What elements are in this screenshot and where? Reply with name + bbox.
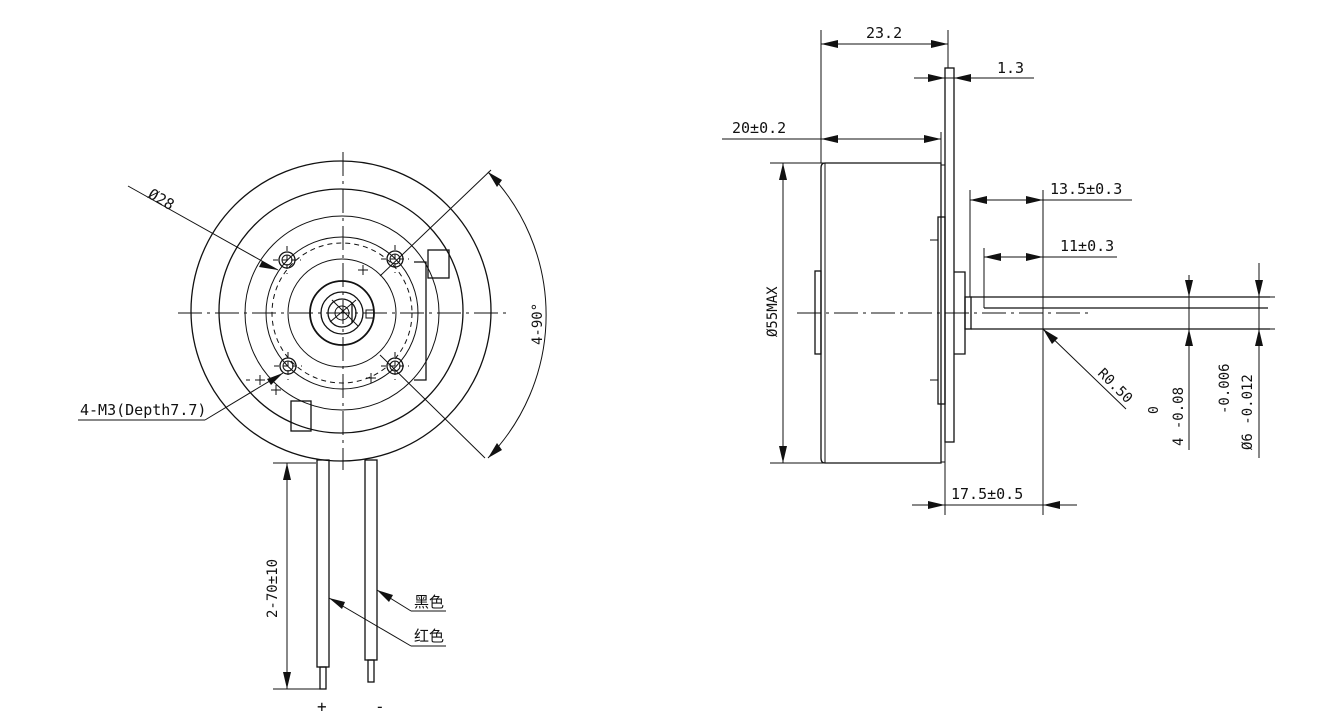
dim-6-arrow-bottom <box>1255 329 1263 346</box>
small-cross-marks <box>246 265 376 395</box>
tapped-hole-leader-arrow <box>267 373 283 385</box>
angle-dimension-arc <box>487 171 547 459</box>
mounting-holes <box>246 245 409 395</box>
dim-4-upper-tol: 0 <box>1147 406 1162 414</box>
hole-crosshairs <box>273 245 409 380</box>
lead-length-label: 2-70±10 <box>265 559 281 618</box>
dim-overall-arrow-right <box>931 40 948 48</box>
flange-back-block <box>937 216 946 405</box>
dim-11-arrow-left <box>984 253 1001 261</box>
dim-overall-arrow-left <box>821 40 838 48</box>
lead-wire-black-tip <box>367 659 375 683</box>
diagonal-line-2 <box>379 354 486 459</box>
bolt-circle-leader <box>127 185 279 271</box>
terminal-negative-label: - <box>375 697 385 716</box>
flange-tab-right <box>414 261 427 381</box>
dim-17-5-arrow-right <box>1043 501 1060 509</box>
dim-body-length-label: 20±0.2 <box>732 119 786 137</box>
dim-flange-label: 1.3 <box>997 59 1024 77</box>
fillet-leader-arrow <box>1043 329 1058 344</box>
dim-13-5-arrow-left <box>970 196 987 204</box>
terminal-positive-label: + <box>317 697 327 716</box>
angle-arrow-bottom <box>488 443 502 458</box>
shaft-key-mark <box>365 309 375 319</box>
lead-wires <box>316 459 378 690</box>
dim-4-label: 4 -0.08 <box>1171 387 1187 446</box>
terminal-block-top <box>427 249 450 279</box>
shaft-core-circle <box>334 305 350 321</box>
dim-6-label: Ø6 -0.012 <box>1240 374 1256 450</box>
flange-outer-circle <box>244 215 440 411</box>
flange-ring-circle <box>265 236 419 390</box>
bolt-circle <box>271 242 413 384</box>
angle-arrow-top <box>488 172 502 187</box>
dim-4-arrow-bottom <box>1185 329 1193 346</box>
lead-wire-red <box>316 459 330 668</box>
flange-plate <box>944 67 955 443</box>
dim-4-arrow-top <box>1185 280 1193 297</box>
rotor-circle <box>218 188 464 434</box>
bolt-circle-label: Ø28 <box>145 185 177 214</box>
angle-label: 4-90° <box>530 303 546 345</box>
dim-17-5-label: 17.5±0.5 <box>951 485 1023 503</box>
lead-wire-red-tip <box>319 666 327 690</box>
shaft-hatch-2 <box>329 299 357 323</box>
lead-wire-black <box>364 459 378 661</box>
dim-flange-arrow-left <box>928 74 945 82</box>
red-wire-leader-arrow <box>329 598 345 609</box>
dim-overall-label: 23.2 <box>866 24 902 42</box>
fillet-leader <box>1042 328 1127 410</box>
red-wire-label: 红色 <box>414 627 444 645</box>
front-view: 4-90° Ø28 4-M3(Depth7.7) + - 2-70±10 黑色 <box>78 152 547 716</box>
side-view: 23.2 1.3 20±0.2 Ø55MAX 13.5±0.3 11±0.3 <box>722 24 1275 515</box>
dim-diameter-arrow-bottom <box>779 446 787 463</box>
dim-17-5-arrow-left <box>928 501 945 509</box>
dim-diameter-label: Ø55MAX <box>765 286 781 337</box>
terminal-block-bottom <box>290 400 312 432</box>
motor-outer-circle <box>190 160 492 462</box>
tapped-hole-label: 4-M3(Depth7.7) <box>80 401 206 419</box>
dim-6-arrow-top <box>1255 280 1263 297</box>
dim-11-arrow-right <box>1026 253 1043 261</box>
lead-length-arrow-top <box>283 463 291 480</box>
boss-circle <box>287 258 397 368</box>
dim-13-5-arrow-right <box>1026 196 1043 204</box>
dim-diameter-arrow-top <box>779 163 787 180</box>
dim-6-upper-tol: -0.006 <box>1217 363 1233 414</box>
dim-13-5-label: 13.5±0.3 <box>1050 180 1122 198</box>
shaft-circle <box>327 298 357 328</box>
bearing-inner-circle <box>320 291 364 335</box>
shaft-hatch-1 <box>331 299 359 327</box>
dim-body-length-arrow-right <box>924 135 941 143</box>
dim-body-length-arrow-left <box>821 135 838 143</box>
black-wire-leader-arrow <box>377 590 393 602</box>
lead-length-arrow-bottom <box>283 672 291 689</box>
shaft-collar <box>964 296 972 330</box>
body-left-step <box>814 270 822 355</box>
dim-11-label: 11±0.3 <box>1060 237 1114 255</box>
black-wire-label: 黑色 <box>414 593 444 611</box>
fillet-label: R0.50 <box>1094 366 1135 407</box>
dim-flange-arrow-right <box>954 74 971 82</box>
diagonal-line-1 <box>379 169 492 277</box>
bolt-circle-leader-arrow <box>259 261 278 270</box>
shaft-outline <box>971 296 1270 330</box>
